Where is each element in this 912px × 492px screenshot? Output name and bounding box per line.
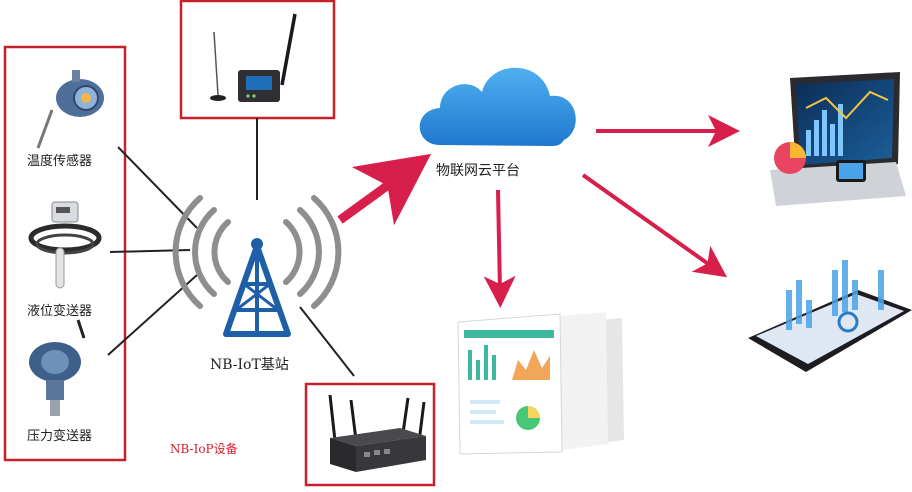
pressure-transmitter-icon [29,319,86,416]
router-device-icon [328,394,426,472]
temperature-sensor-icon [36,70,104,149]
sensor-group-box [3,45,127,462]
base-station-label: NB-IoT基站 [210,357,289,373]
level-transmitter-icon [28,201,102,289]
cloud-icon [419,67,576,146]
sensor-label-level: 液位变送器 [27,304,93,319]
router-box-bottom [304,382,436,487]
sensor-label-temperature: 温度传感器 [27,154,93,169]
gateway-device-icon [210,13,297,102]
sensor-label-pressure: 压力变送器 [27,429,93,444]
tablet-hologram-icon [748,260,912,372]
laptop-dashboard-icon [770,72,906,206]
cloud-platform-label: 物联网云平台 [436,163,520,179]
flow-arrows [337,115,740,308]
cell-tower-icon [172,195,342,337]
device-note-label: NB-IoP设备 [170,442,238,456]
web-dashboard-icon [457,312,624,455]
